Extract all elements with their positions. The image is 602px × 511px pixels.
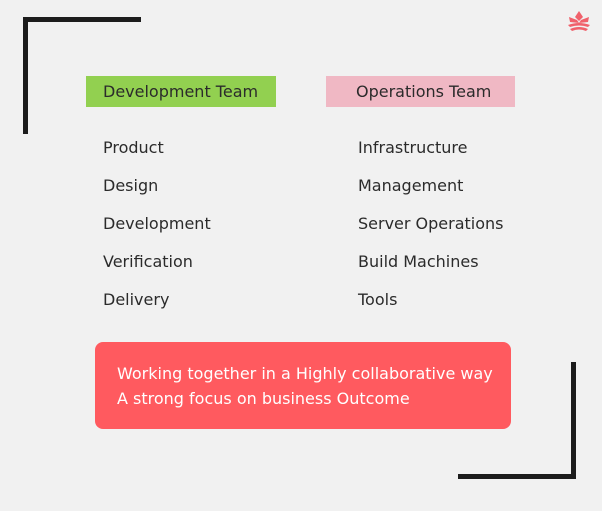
operations-item-tools: Tools bbox=[358, 290, 398, 309]
collaboration-callout: Working together in a Highly collaborati… bbox=[95, 342, 511, 429]
operations-item-server-operations: Server Operations bbox=[358, 214, 504, 233]
callout-line-1: Working together in a Highly collaborati… bbox=[117, 364, 493, 383]
bottom-right-bracket-vertical bbox=[571, 362, 576, 479]
development-team-header: Development Team bbox=[86, 76, 276, 107]
operations-item-infrastructure: Infrastructure bbox=[358, 138, 468, 157]
bottom-right-bracket-horizontal bbox=[458, 474, 576, 479]
lotus-logo-icon bbox=[568, 11, 590, 31]
operations-team-header: Operations Team bbox=[326, 76, 515, 107]
development-item-development: Development bbox=[103, 214, 211, 233]
development-team-list: Product Design Development Verification … bbox=[103, 134, 211, 324]
development-item-product: Product bbox=[103, 138, 164, 157]
operations-team-list: Infrastructure Management Server Operati… bbox=[358, 134, 504, 324]
operations-item-management: Management bbox=[358, 176, 464, 195]
operations-item-build-machines: Build Machines bbox=[358, 252, 479, 271]
development-item-verification: Verification bbox=[103, 252, 193, 271]
development-item-delivery: Delivery bbox=[103, 290, 170, 309]
callout-line-2: A strong focus on business Outcome bbox=[117, 389, 410, 408]
top-left-bracket-horizontal bbox=[23, 17, 141, 22]
top-left-bracket-vertical bbox=[23, 17, 28, 134]
development-item-design: Design bbox=[103, 176, 159, 195]
